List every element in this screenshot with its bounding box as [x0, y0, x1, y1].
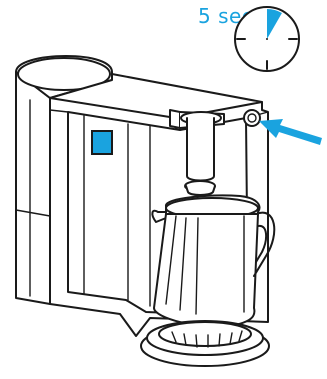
stopwatch-icon	[235, 7, 299, 71]
status-indicator	[92, 131, 112, 154]
start-button[interactable]	[244, 110, 260, 126]
warming-plate	[141, 321, 269, 366]
